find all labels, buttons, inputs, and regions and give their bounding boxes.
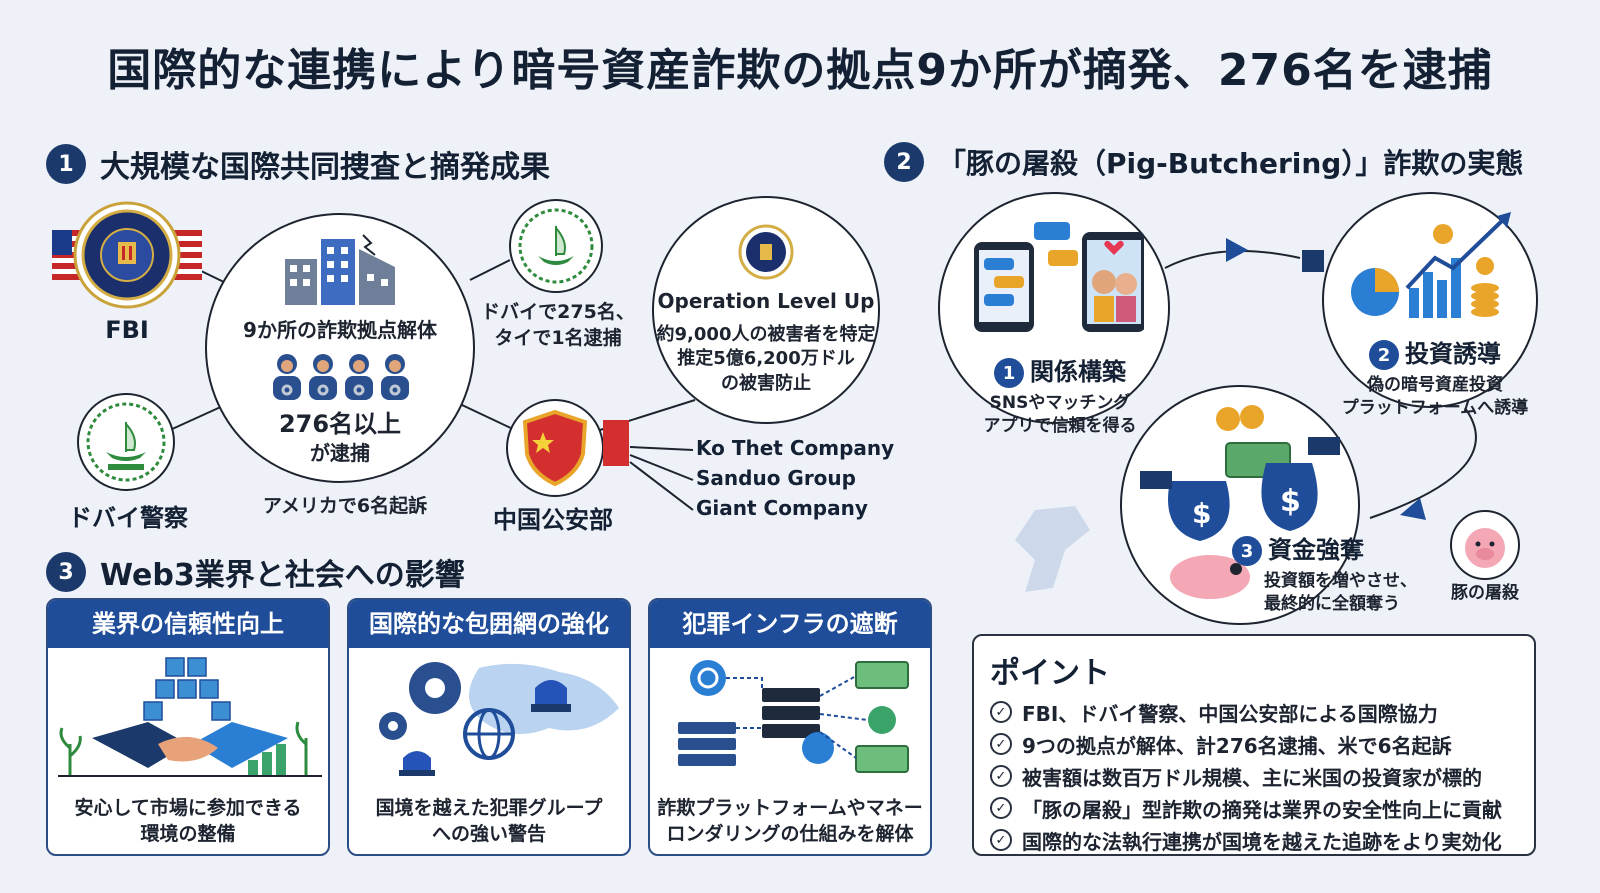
step2-circle <box>1322 192 1538 408</box>
impact-card-infrastructure: 犯罪インフラの遮断 詐欺プラットフォームやマネー ロンダリングの仕組みを解体 <box>648 598 932 856</box>
operation-line2: 推定5億6,200万ドル <box>677 348 855 370</box>
money-bags-piggy-icon: $ $ <box>1140 405 1340 599</box>
page-title: 国際的な連携により暗号資産詐欺の拠点9か所が摘発、276名を逮捕 <box>107 45 1493 96</box>
card-desc-line1: 国境を越えた犯罪グループ <box>375 797 603 819</box>
center-line2: 276名以上 <box>278 409 402 438</box>
section1-heading: 1 大規模な国際共同捜査と摘発成果 <box>46 142 550 186</box>
key-point-item: ✓被害額は数百万ドル規模、主に米国の投資家が標的 <box>990 760 1518 792</box>
section1-number: 1 <box>46 144 86 184</box>
section3-heading: 3 Web3業界と社会への影響 <box>46 550 465 594</box>
key-point-item: ✓「豚の屠殺」型詐欺の摘発は業界の安全性向上に貢献 <box>990 792 1518 824</box>
card-title: 国際的な包囲網の強化 <box>349 600 629 648</box>
card-desc-line2: への強い警告 <box>431 822 546 845</box>
step3-desc-line2: 最終的に全額奪う <box>1264 593 1400 614</box>
collapsed-buildings-icon <box>285 234 395 305</box>
step1-title: 関係構築 <box>1030 358 1126 386</box>
step2-desc-line2: プラットフォームへ誘導 <box>1341 397 1529 418</box>
step1-desc-line1: SNSやマッチング <box>989 393 1131 413</box>
card-title: 業界の信頼性向上 <box>48 600 328 648</box>
check-icon: ✓ <box>990 829 1012 851</box>
center-line1: 9か所の詐欺拠点解体 <box>243 317 437 342</box>
section3-title: Web3業界と社会への影響 <box>100 558 465 593</box>
impact-card-network: 国際的な包囲網の強化 国境を越えた犯罪グループ への強い警告 <box>347 598 631 856</box>
pig-icon <box>1448 508 1522 586</box>
key-points-list: ✓FBI、ドバイ警察、中国公安部による国際協力 ✓9つの拠点が解体、計276名逮… <box>990 696 1518 856</box>
step2-desc-line1: 偽の暗号資産投資 <box>1367 375 1503 395</box>
server-disconnect-icon <box>678 660 909 773</box>
key-point-item: ✓FBI、ドバイ警察、中国公安部による国際協力 <box>990 696 1518 728</box>
step3-number: 3 <box>1232 536 1262 566</box>
step2-number: 2 <box>1369 340 1399 370</box>
step3-circle: $ $ <box>1120 385 1360 625</box>
step2-title: 投資誘導 <box>1405 340 1501 368</box>
card-desc-line2: ロンダリングの仕組みを解体 <box>666 822 914 845</box>
gear-globe-siren-icon <box>379 662 619 776</box>
check-icon: ✓ <box>990 765 1012 787</box>
company-item: Sanduo Group <box>696 466 856 490</box>
step1-number: 1 <box>994 358 1024 388</box>
card-desc-line1: 安心して市場に参加できる <box>74 797 302 819</box>
dubai-arrest-text: ドバイで275名、 タイで1名逮捕 <box>478 300 638 351</box>
step1-desc-line2: アプリで信頼を得る <box>983 415 1137 436</box>
step3-desc-line1: 投資額を増やさせ、 <box>1264 571 1417 591</box>
fbi-label: FBI <box>105 316 149 344</box>
section3-number: 3 <box>46 552 86 592</box>
card-title: 犯罪インフラの遮断 <box>650 600 930 648</box>
card-desc-line1: 詐欺プラットフォームやマネー <box>657 797 923 819</box>
check-icon: ✓ <box>990 797 1012 819</box>
investment-growth-icon <box>1351 212 1511 318</box>
key-point-item: ✓国際的な法執行連携が国境を越えた追跡をより実効化 <box>990 824 1518 856</box>
check-icon: ✓ <box>990 701 1012 723</box>
svg-text:$: $ <box>1280 484 1301 519</box>
company-item: Ko Thet Company <box>696 436 895 460</box>
map-decoration <box>1015 506 1090 592</box>
dubai-label: ドバイ警察 <box>68 504 188 532</box>
us-charge-text: アメリカで6名起訴 <box>262 495 428 517</box>
handshake-blockchain-icon <box>58 657 322 777</box>
section2-title: 「豚の屠殺（Pig-Butchering）」詐欺の実態 <box>938 147 1524 180</box>
phones-chat-icon <box>974 222 1144 332</box>
arrested-people-icon <box>273 353 409 400</box>
section2-number: 2 <box>884 142 924 182</box>
dubai-arrest-line2: タイで1名逮捕 <box>494 326 622 349</box>
dubai-arrest-line1: ドバイで275名、 <box>481 301 635 323</box>
fbi-seal-icon <box>738 224 794 280</box>
step1-circle <box>938 192 1170 424</box>
operation-line3: の被害防止 <box>721 372 811 394</box>
takedown-summary-circle: 9か所の詐欺拠点解体 276名以上 が逮捕 <box>205 213 475 483</box>
operation-title: Operation Level Up <box>657 289 875 314</box>
company-item: Giant Company <box>696 496 868 520</box>
section1-title: 大規模な国際共同捜査と摘発成果 <box>100 150 550 185</box>
section2-heading: 2 「豚の屠殺（Pig-Butchering）」詐欺の実態 <box>884 142 1523 182</box>
dubai-seal-icon <box>508 198 604 298</box>
key-points-box: ポイント ✓FBI、ドバイ警察、中国公安部による国際協力 ✓9つの拠点が解体、計… <box>972 634 1536 856</box>
china-mps-shield-icon <box>505 398 635 502</box>
dubai-police-emblem <box>76 392 176 496</box>
china-label: 中国公安部 <box>493 506 613 534</box>
key-point-item: ✓9つの拠点が解体、計276名逮捕、米で6名起訴 <box>990 728 1518 760</box>
impact-card-trust: 業界の信頼性向上 安心して市場に参加できる 環境の整備 <box>46 598 330 856</box>
card-desc-line2: 環境の整備 <box>140 822 236 845</box>
operation-line1: 約9,000人の被害者を特定 <box>656 324 876 346</box>
operation-level-up-circle: Operation Level Up 約9,000人の被害者を特定 推定5億6,… <box>652 196 880 424</box>
key-points-heading: ポイント <box>990 656 1110 691</box>
svg-text:$: $ <box>1192 497 1211 530</box>
step3-title: 資金強奪 <box>1268 536 1364 564</box>
company-list: Ko Thet Company Sanduo Group Giant Compa… <box>696 436 894 526</box>
check-icon: ✓ <box>990 733 1012 755</box>
center-line3: が逮捕 <box>310 441 370 466</box>
pig-label: 豚の屠殺 <box>1451 583 1519 603</box>
fbi-emblem <box>52 200 202 310</box>
